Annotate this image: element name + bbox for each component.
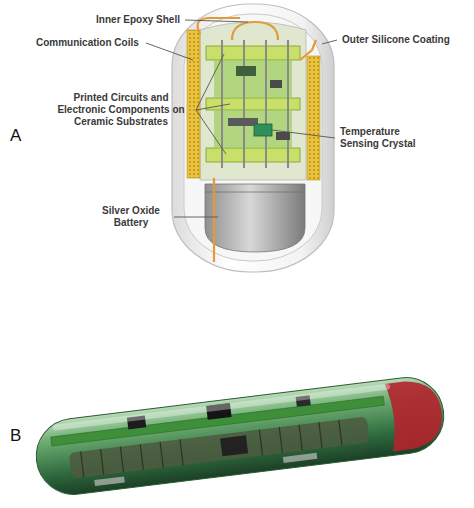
- cutaway-capsule: [172, 4, 334, 272]
- leader-lines: [146, 20, 337, 217]
- panel-letter: B: [10, 426, 21, 446]
- part-label: Inner Epoxy Shell: [30, 14, 180, 26]
- capsule-photo: [32, 373, 448, 498]
- part-label: Outer Silicone Coating: [342, 34, 450, 46]
- part-label: Printed Circuits and Electronic Componen…: [52, 92, 190, 128]
- temperature-crystal: [254, 124, 272, 136]
- part-label: Silver Oxide Battery: [92, 205, 170, 229]
- panel-letter: A: [10, 126, 21, 146]
- part-label: Temperature Sensing Crystal: [340, 126, 432, 150]
- part-label: Communication Coils: [36, 37, 139, 49]
